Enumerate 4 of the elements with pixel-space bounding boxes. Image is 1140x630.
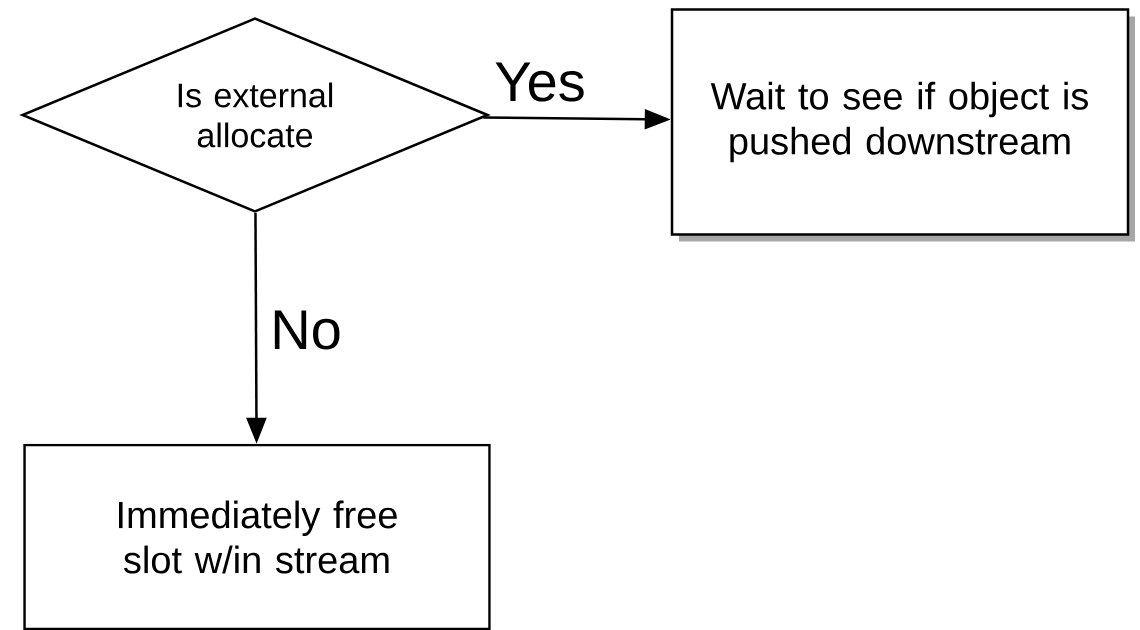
edge-label: Yes xyxy=(495,62,584,102)
process-box: Wait to see if object is pushed downstream xyxy=(670,8,1135,242)
edge-label: No xyxy=(274,310,340,350)
process-box: Immediately free slot w/in stream xyxy=(23,443,491,630)
